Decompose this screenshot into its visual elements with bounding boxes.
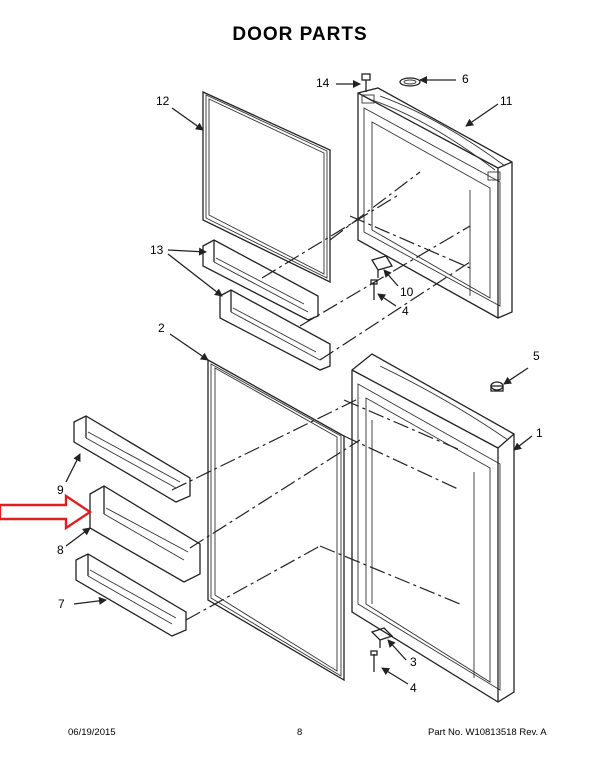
callout-1: 1: [536, 426, 543, 440]
center-hinge: [371, 255, 393, 278]
center-hinge-screw: [370, 279, 378, 300]
door-bin-upper: [73, 415, 191, 503]
footer-date: 06/19/2015: [68, 727, 116, 738]
freezer-door-gasket: [202, 90, 331, 284]
callout-9: 9: [57, 483, 64, 497]
page-title: DOOR PARTS: [232, 24, 368, 45]
assembly-lines: [171, 171, 471, 621]
callout-8: 8: [57, 543, 64, 557]
callout-12: 12: [156, 94, 170, 108]
fresh-food-door: [351, 353, 515, 703]
top-hinge-screw: [361, 73, 371, 92]
callout-4-upper: 4: [402, 304, 409, 318]
callout-14: 14: [316, 76, 330, 90]
hole-plug: [490, 381, 504, 392]
door-bin-middle: [89, 485, 201, 583]
door-bin-lower: [75, 553, 187, 637]
callout-7: 7: [58, 597, 65, 611]
bottom-hinge-screw: [370, 650, 378, 672]
leader-lines: [65, 76, 533, 685]
callout-6: 6: [462, 72, 469, 86]
callout-11: 11: [500, 94, 513, 108]
hinge-cap: [399, 77, 421, 87]
callout-5: 5: [533, 349, 540, 363]
footer-part-number: Part No. W10813518 Rev. A: [428, 727, 547, 738]
freezer-door: [357, 87, 513, 319]
callout-3: 3: [410, 655, 417, 669]
freezer-shelf-lower: [219, 289, 331, 371]
footer-page-number: 8: [297, 727, 303, 738]
callout-2: 2: [158, 321, 165, 335]
callout-10: 10: [400, 285, 414, 299]
callout-4-lower: 4: [410, 681, 417, 695]
bottom-hinge: [370, 627, 394, 648]
fresh-food-door-gasket: [207, 358, 345, 682]
callout-13: 13: [150, 243, 164, 257]
highlight-arrow: [0, 493, 93, 531]
